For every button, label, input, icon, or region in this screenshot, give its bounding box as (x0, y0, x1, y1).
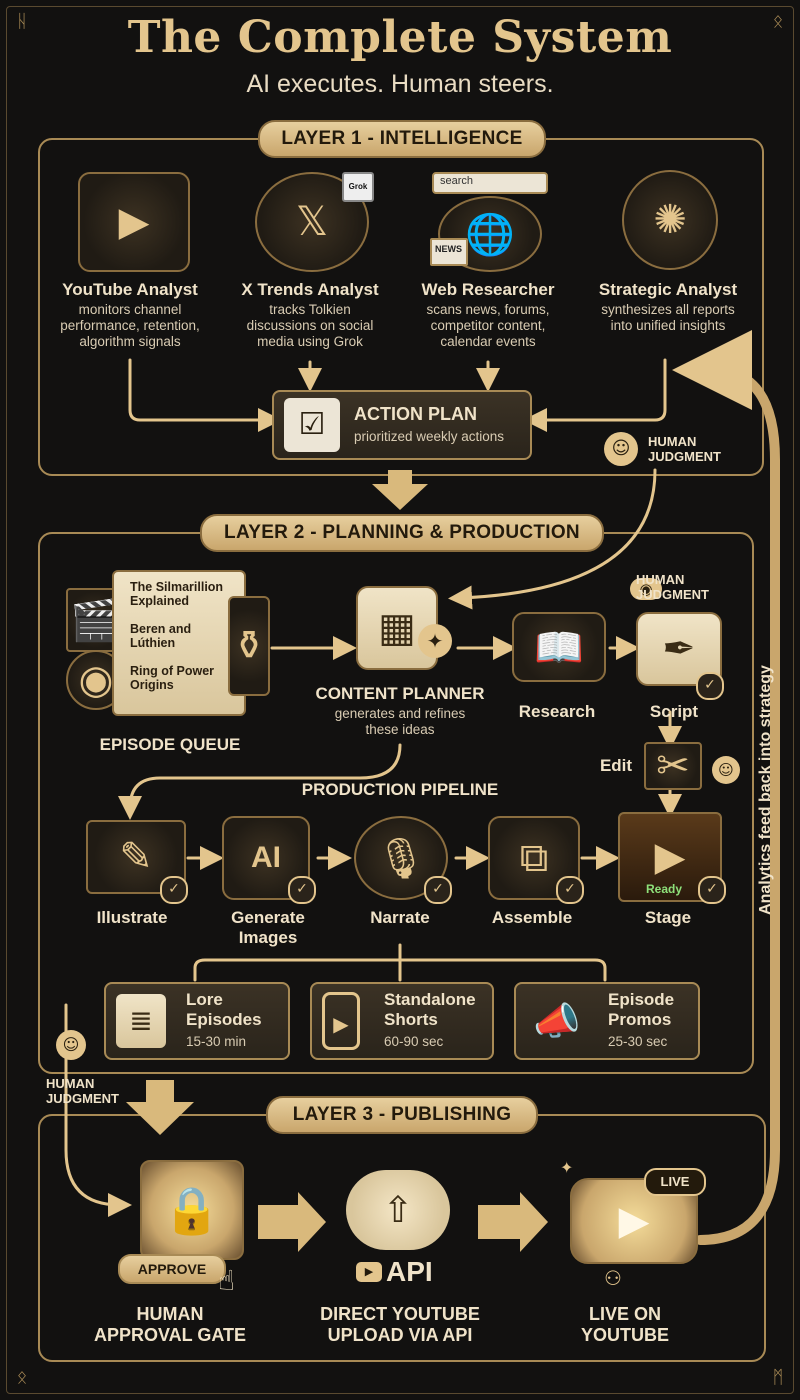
check-icon: ✓ (696, 672, 724, 700)
book-magnifier-icon: 📖 (512, 612, 606, 682)
check-icon: ✓ (698, 876, 726, 904)
x-trends-analyst-title: X Trends Analyst (241, 280, 379, 299)
output-duration: 15-30 min (186, 1034, 247, 1049)
cloud-upload-icon: ⇧ (346, 1170, 450, 1250)
research-label: Research (518, 702, 596, 721)
layer3-label: LAYER 3 - PUBLISHING (266, 1096, 538, 1134)
pointer-hand-icon: ☝ (218, 1264, 236, 1297)
check-icon: ✓ (556, 876, 584, 904)
padlock-icon: 🔒 (140, 1160, 244, 1260)
head-brain-icon: ☺ (712, 756, 740, 784)
head-brain-icon: ☺ (56, 1030, 86, 1060)
content-planner-title: CONTENT PLANNER (315, 684, 485, 703)
page-subtitle: AI executes. Human steers. (246, 70, 554, 98)
news-icon: NEWS (430, 238, 468, 266)
strategic-analyst-title: Strategic Analyst (598, 280, 738, 299)
head-brain-icon: ☺ (604, 432, 638, 466)
episode-queue-label: EPISODE QUEUE (99, 735, 241, 754)
grok-badge: Grok (342, 172, 374, 202)
pipeline-assemble: Assemble (491, 908, 573, 927)
queue-item: The Silmarillion Explained (130, 580, 224, 608)
check-icon: ✓ (424, 876, 452, 904)
illustrate-icon: ✎ (86, 820, 186, 894)
queue-item: Ring of Power Origins (130, 664, 215, 692)
megaphone-icon: 📣 (533, 999, 581, 1043)
output-duration: 25-30 sec (608, 1034, 668, 1049)
barrel-icon: ⚱ (228, 596, 270, 696)
action-plan-box: ☑ ACTION PLAN prioritized weekly actions (272, 390, 532, 460)
sparkle-icon: ✦ (560, 1158, 574, 1177)
youtube-analyst-title: YouTube Analyst (62, 280, 198, 299)
rune-icon: ᚺ (16, 11, 28, 32)
rune-icon: ᛗ (772, 1367, 784, 1388)
production-pipeline-label: PRODUCTION PIPELINE (301, 780, 499, 799)
script-label: Script (649, 702, 699, 721)
scroll-icon: ≣ (116, 994, 166, 1048)
rune-icon: ᛟ (16, 1367, 28, 1388)
search-bar: search (432, 172, 548, 194)
pipeline-generate-images: Generate Images (231, 908, 305, 947)
youtube-icon: ▶ (356, 1262, 382, 1282)
audience-icon: ⚇ (604, 1266, 622, 1290)
layer2-label: LAYER 2 - PLANNING & PRODUCTION (200, 514, 604, 552)
youtube-analytics-icon: ▶ (78, 172, 190, 272)
web-researcher-desc: scans news, forums,competitor content,ca… (426, 302, 550, 349)
feedback-label: Analytics feed back into strategy (757, 665, 774, 915)
clipboard-icon: ☑ (284, 398, 340, 452)
page-title: The Complete System (127, 12, 673, 63)
pipeline-illustrate: Illustrate (96, 908, 168, 927)
approve-button[interactable]: APPROVE (118, 1254, 226, 1284)
brain-icon: ✺ (622, 170, 718, 270)
api-label: API (386, 1256, 433, 1287)
edit-label: Edit (599, 756, 633, 775)
web-researcher-title: Web Researcher (421, 280, 555, 299)
film-scissors-icon: ✂ (644, 742, 702, 790)
ready-label: Ready (646, 882, 683, 896)
youtube-play-icon: ▶ (570, 1178, 698, 1264)
episode-queue-scroll (112, 570, 246, 716)
check-icon: ✓ (288, 876, 316, 904)
lightbulb-icon: ✦ (418, 624, 452, 658)
output-duration: 60-90 sec (384, 1034, 444, 1049)
pipeline-narrate: Narrate (370, 908, 430, 927)
pipeline-stage: Stage (644, 908, 692, 927)
rune-icon: ᛟ (772, 11, 784, 32)
check-icon: ✓ (160, 876, 188, 904)
layer1-label: LAYER 1 - INTELLIGENCE (258, 120, 546, 158)
live-badge: LIVE (644, 1168, 706, 1196)
queue-item: Beren and Lúthien (130, 622, 192, 650)
stage-icon: ▶ (618, 812, 722, 902)
action-plan-title: ACTION PLAN (354, 404, 477, 424)
eye-icon: ◉ (630, 578, 662, 600)
phone-icon: ▶ (322, 992, 360, 1050)
action-plan-desc: prioritized weekly actions (354, 429, 505, 444)
